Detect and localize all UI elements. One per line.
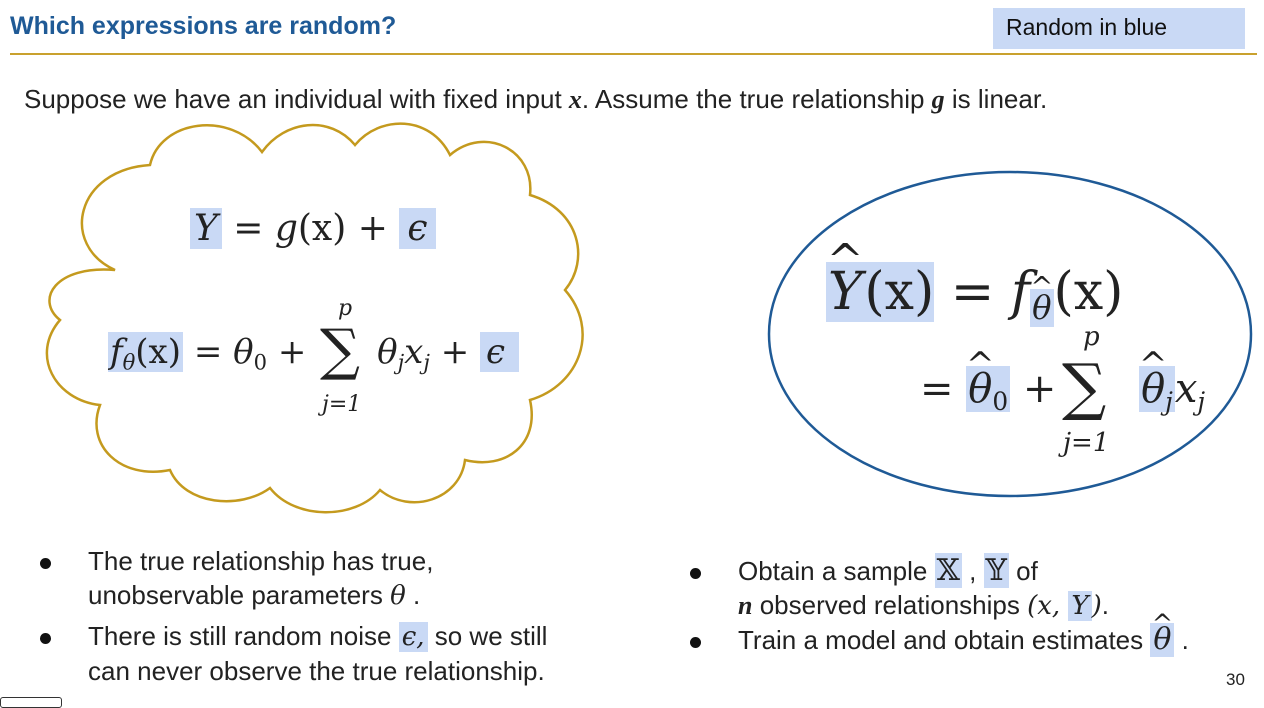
theta-hat: θ	[968, 366, 992, 412]
list-item: The true relationship has true, unobserv…	[24, 544, 624, 613]
bullet-text: Train a model and obtain estimates θ .	[738, 623, 1254, 657]
bullet-text-part: observed relationships	[752, 590, 1028, 620]
bullet-text-part: .	[405, 580, 421, 610]
j-subscript: j	[1165, 386, 1173, 416]
intro-text-1: Suppose we have an individual with fixed…	[24, 84, 569, 114]
random-Y-inline: Y	[1068, 591, 1092, 621]
plus-sign: +	[267, 332, 318, 372]
bullet-text-part: Obtain a sample	[738, 556, 935, 586]
plus-sign: +	[429, 332, 480, 372]
intro-sentence: Suppose we have an individual with fixed…	[24, 84, 1047, 115]
equals-sign: =	[221, 208, 275, 249]
equals-sign: =	[920, 366, 967, 412]
n-symbol: n	[738, 591, 753, 620]
bullet-text: Obtain a sample 𝕏 , 𝕐 of	[738, 553, 1254, 588]
theta-zero: = θ	[183, 332, 254, 372]
arg-x: (x)	[297, 208, 347, 249]
pair-open: (x,	[1027, 591, 1069, 621]
random-legend-tag: Random in blue	[993, 8, 1245, 49]
bullet-text: The true relationship has true,	[88, 546, 434, 576]
bullet-text-part: .	[1174, 625, 1189, 655]
list-item: Obtain a sample 𝕏 , 𝕐 of n observed rela…	[674, 553, 1254, 623]
theta-j: θ	[377, 332, 398, 372]
j-subscript: j	[423, 349, 430, 375]
x-j: x	[1174, 366, 1198, 412]
left-bullet-list: The true relationship has true, unobserv…	[24, 544, 624, 688]
sum-upper-limit: p	[1083, 322, 1100, 352]
random-epsilon-inline: ϵ,	[398, 622, 428, 652]
estimate-ellipse	[767, 170, 1253, 498]
random-sample-X: 𝕏	[934, 553, 962, 588]
random-theta-j-hat: θj	[1139, 366, 1175, 416]
bullet-text-part: unobservable parameters	[88, 580, 391, 610]
summation-sign: ∑	[320, 318, 360, 383]
random-epsilon: ϵ	[480, 332, 520, 372]
equals-sign: =	[934, 262, 1011, 322]
random-epsilon: ϵ	[399, 208, 436, 249]
pair-close: )	[1091, 591, 1102, 621]
bullet-dot	[40, 558, 51, 569]
sum-upper-limit: p	[338, 296, 353, 321]
random-Y: Y	[190, 208, 222, 249]
right-bullet-list: Obtain a sample 𝕏 , 𝕐 of n observed rela…	[674, 553, 1254, 657]
linear-model-equation: fθ(x) = θ0 + θjxj + ϵ	[108, 332, 520, 375]
f-symbol: f	[1010, 262, 1031, 322]
bullet-text-part: .	[1101, 590, 1109, 620]
intro-g: g	[931, 85, 945, 114]
bullet-dot	[690, 568, 701, 579]
zero-subscript: 0	[992, 386, 1009, 416]
intro-x: x	[568, 85, 582, 114]
bullet-text-part: Train a model and obtain estimates	[738, 625, 1151, 655]
bullet-text-part: There is still random noise	[88, 621, 399, 651]
bullet-text-part: so we still	[427, 621, 548, 651]
random-Y-hat: Y	[826, 262, 865, 322]
sum-lower-limit: j=1	[322, 392, 362, 417]
bullet-text-part: of	[1008, 556, 1038, 586]
page-number: 30	[1226, 670, 1245, 689]
arg-x: (x)	[1053, 262, 1124, 322]
arg-x: (x)	[135, 332, 182, 372]
random-theta-hat-subscript: θ	[1030, 289, 1054, 328]
bullet-dot	[690, 637, 701, 648]
title-divider	[10, 53, 1257, 55]
summation-sign: ∑	[1062, 350, 1107, 423]
j-subscript: j	[397, 349, 405, 375]
estimate-expansion: = θ0 + θjxj	[920, 366, 1205, 416]
theta-symbol: θ	[390, 581, 406, 611]
plus-sign: +	[346, 208, 400, 249]
intro-text-3: is linear.	[944, 84, 1048, 114]
random-arg-x: (x)	[864, 262, 935, 322]
prediction-equation: Y(x) = fθ(x)	[826, 262, 1124, 328]
bullet-text-part: ,	[961, 556, 984, 586]
theta-hat: θ	[1141, 366, 1165, 412]
g-symbol: g	[274, 208, 298, 249]
plus-sign: +	[1010, 366, 1070, 412]
true-model-equation: Y = g(x) + ϵ	[190, 208, 436, 249]
bullet-text: There is still random noise ϵ, so we sti…	[88, 619, 624, 654]
slide-title: Which expressions are random?	[10, 12, 397, 40]
bullet-dot	[40, 633, 51, 644]
cloud-shape	[45, 122, 584, 514]
random-sample-Y: 𝕐	[983, 553, 1009, 588]
sum-lower-limit: j=1	[1063, 428, 1110, 458]
x-j: x	[404, 332, 424, 372]
zero-subscript: 0	[253, 349, 268, 375]
random-theta-hat-inline: θ	[1150, 623, 1175, 657]
f-symbol: f	[110, 332, 123, 372]
bullet-text: n observed relationships (x, Y).	[738, 588, 1254, 623]
list-item: Train a model and obtain estimates θ .	[674, 623, 1254, 657]
intro-text-2: . Assume the true relationship	[581, 84, 932, 114]
random-f-theta: fθ(x)	[108, 332, 184, 375]
j-subscript: j	[1197, 386, 1206, 416]
bullet-text: unobservable parameters θ .	[88, 578, 624, 613]
theta-subscript: θ	[122, 349, 136, 375]
list-item: There is still random noise ϵ, so we sti…	[24, 619, 624, 688]
random-theta-zero-hat: θ0	[966, 366, 1011, 416]
bullet-text: can never observe the true relationship.	[88, 656, 545, 686]
license-badge-icon	[0, 697, 62, 708]
